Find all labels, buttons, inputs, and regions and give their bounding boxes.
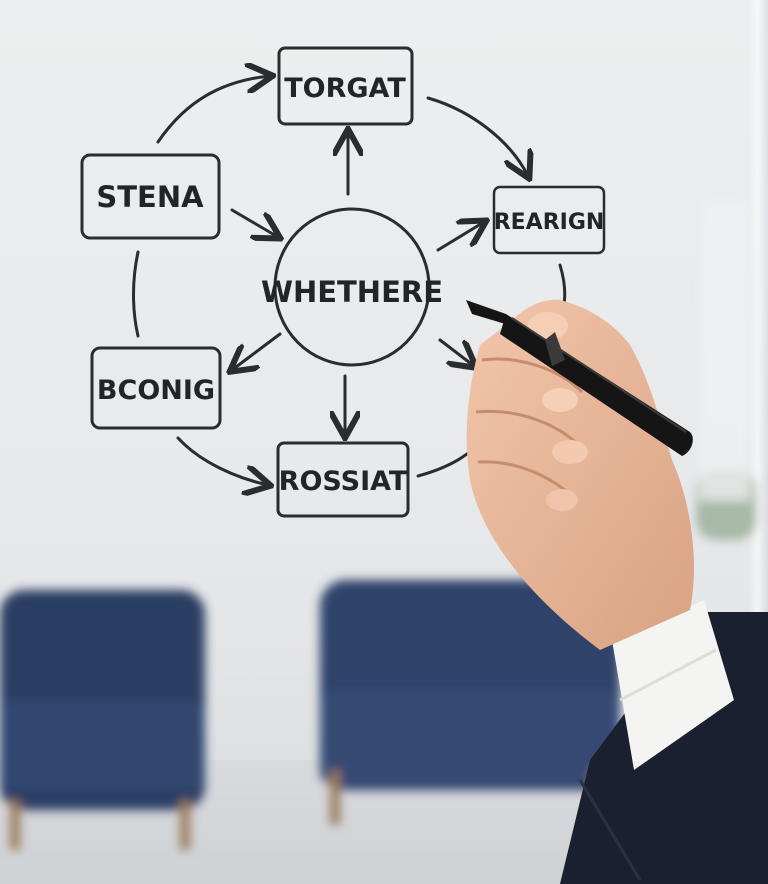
node-left-lower-label: BCONIG <box>97 375 215 406</box>
node-right-label: REARIGN <box>494 210 605 235</box>
arrow-center-right <box>436 222 484 252</box>
background-furniture <box>0 200 756 850</box>
node-top-box <box>277 46 414 126</box>
node-right-box <box>492 185 606 255</box>
arrow-center-left-lower <box>232 332 282 370</box>
node-left-lower-box <box>90 346 222 430</box>
arrow-cycle-4 <box>176 436 268 485</box>
arrow-cycle-1 <box>156 76 270 144</box>
node-bottom-box <box>276 441 410 518</box>
arrow-cycle-2 <box>426 96 528 176</box>
marker-pen-icon <box>466 300 693 456</box>
center-circle <box>273 207 431 367</box>
node-top-label: TORGAT <box>284 73 406 104</box>
arrow-left-upper-center <box>230 208 278 237</box>
center-label: WHETHERE <box>261 275 443 309</box>
node-left-upper-label: STENA <box>96 180 204 214</box>
hand <box>466 299 694 650</box>
shirt-cuff <box>612 600 734 770</box>
arrow-cycle-5 <box>416 448 474 478</box>
node-left-upper-box <box>80 153 221 240</box>
arrow-cycle-6 <box>132 250 140 338</box>
arrow-center-lower-right <box>438 338 474 366</box>
node-bottom-label: ROSSIAT <box>279 466 408 497</box>
flow-diagram <box>80 46 606 518</box>
